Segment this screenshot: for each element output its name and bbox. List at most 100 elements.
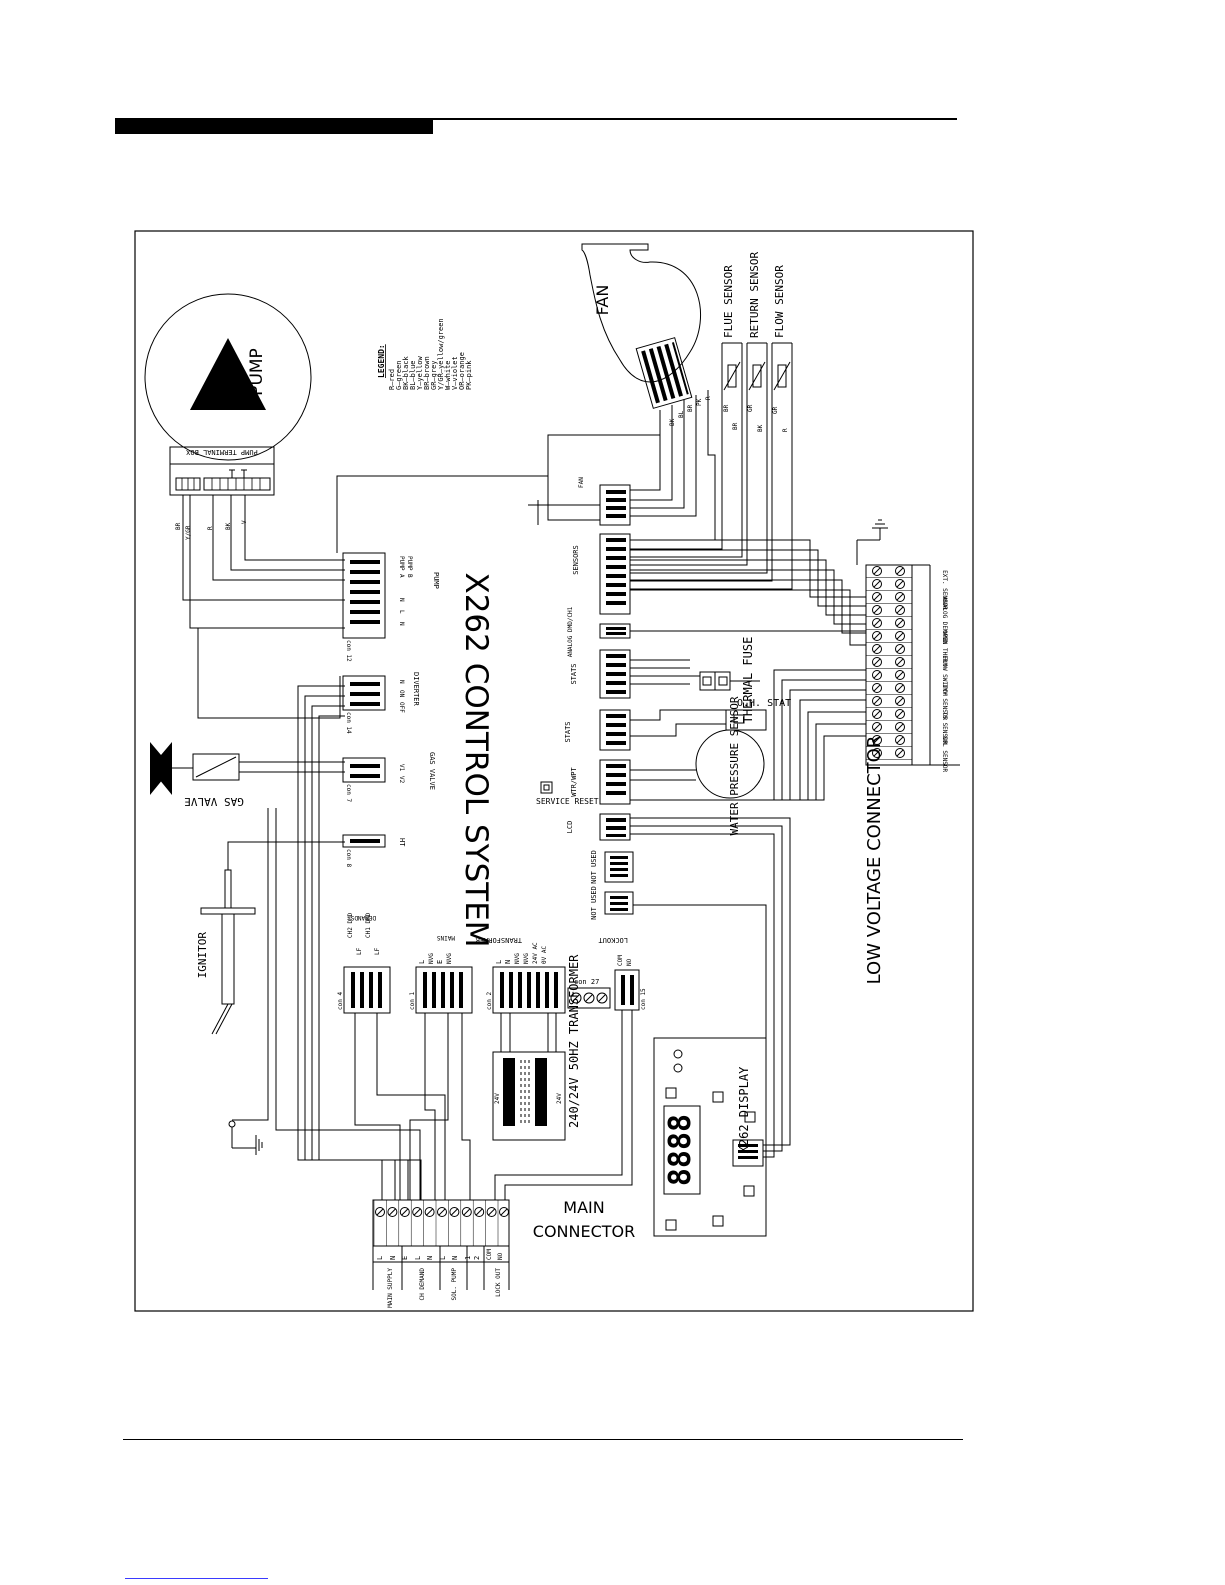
sw4-button[interactable] <box>744 1111 756 1123</box>
service-reset-label: SERVICE RESET <box>536 797 599 806</box>
sw3-button[interactable] <box>712 1091 724 1103</box>
main-group-label: LOCK OUT <box>495 1268 502 1297</box>
wire <box>409 1013 449 1200</box>
legend-title: LEGEND: <box>377 344 386 378</box>
wire <box>227 841 345 860</box>
lv-terminal <box>866 618 912 630</box>
wire <box>189 495 345 629</box>
not-used-connector: NOT USED <box>590 886 634 920</box>
pin-label: CH2 DMD <box>347 912 354 938</box>
legend-entry: R—red <box>388 369 396 390</box>
wire-bundles <box>172 343 866 1200</box>
fan-connector: FAN <box>578 477 631 526</box>
pin-label: N <box>451 1256 459 1260</box>
connector-ref: con 12 <box>345 640 352 662</box>
wire-label: GR <box>772 406 779 414</box>
legend-entry: BL—blue <box>409 360 417 390</box>
main-group-label: MAIN SUPPLY <box>387 1268 394 1308</box>
return-sensor-label: RETURN SENSOR <box>748 252 761 338</box>
connector-title: MAINS <box>437 934 455 941</box>
lv-terminal <box>866 644 912 656</box>
wire-label: BK <box>225 522 232 530</box>
lv-terminal <box>866 735 912 747</box>
sw5-button[interactable] <box>743 1185 755 1197</box>
pin-label: N <box>398 598 405 602</box>
pump-terminal-box-label: PUMP TERMINAL BOX <box>185 448 257 456</box>
connector-ref: con 14 <box>345 712 352 734</box>
lv-terminal <box>866 592 912 604</box>
connector-ref: con 2 <box>486 992 493 1010</box>
pump-connector: PUMP PUMP A PUMP B N L N con 12 <box>342 552 440 662</box>
lv-group-label: OPEN THERM <box>941 630 948 667</box>
wire <box>212 495 345 581</box>
sw1-button[interactable] <box>665 1219 677 1231</box>
wire-label: BL <box>678 410 685 418</box>
wire <box>630 410 661 491</box>
connector-title: con 27 <box>574 978 599 986</box>
legend-entry: GR—grey <box>430 360 438 390</box>
wire <box>504 1010 633 1200</box>
lv-terminal <box>866 657 912 669</box>
lv-terminal <box>866 605 912 617</box>
wtr-connector: WTR/WPT <box>570 759 631 805</box>
pin-label: CH1 DMD <box>365 912 372 938</box>
wire-label: BR <box>687 404 694 412</box>
main-terminal <box>373 1200 385 1246</box>
lv-group-label: FLOW SWITCH <box>941 656 948 696</box>
lv-terminal <box>866 722 912 734</box>
main-terminal <box>460 1200 472 1246</box>
pin-label: L <box>376 1256 384 1260</box>
flow-sensor-label: FLOW SENSOR <box>773 265 786 338</box>
ht-connector: HT con 8 <box>342 834 406 867</box>
stats2-connector: STATS <box>564 709 631 751</box>
mains-connector: MAINS L NVG E NVG con 1 <box>409 934 473 1014</box>
pin-label: NO <box>626 958 633 966</box>
pin-label: V2 <box>398 776 405 784</box>
pin-label: N <box>504 960 512 964</box>
water-pressure-sensor-label: WATER PRESSURE SENSOR <box>728 696 741 835</box>
wire-label: GR <box>747 404 754 412</box>
low-voltage-connector: EXT. SENSOR ANALOG DEMAND OPEN THERM FLO… <box>856 519 960 984</box>
main-terminal <box>485 1200 497 1246</box>
connector-title: TRANSFORMER <box>475 936 522 944</box>
wire-label: BR <box>175 522 182 530</box>
wire <box>630 589 866 646</box>
connector-title: NOT USED <box>590 886 598 920</box>
sw6-button[interactable] <box>712 1215 724 1227</box>
sw2-button[interactable] <box>665 1087 677 1099</box>
pump-arrow-icon <box>190 338 266 410</box>
wire <box>630 549 866 607</box>
wire <box>230 495 345 571</box>
pin-label: COM <box>617 955 624 966</box>
wire <box>630 539 866 598</box>
pump: PUMP PUMP TERMINAL BOX <box>144 293 312 496</box>
wire-label: BR <box>732 422 739 430</box>
lcd-connector: LCD <box>566 813 631 841</box>
service-reset[interactable]: SERVICE RESET <box>536 781 599 806</box>
wire <box>630 343 723 550</box>
oh-stat: O.H. STAT <box>725 698 791 731</box>
ignitor-label: IGNITOR <box>196 932 209 979</box>
gas-valve: GAS VALVE <box>150 742 244 808</box>
wire <box>297 685 383 1200</box>
main-terminal <box>448 1200 460 1246</box>
x262-display: 8888 X262 DISPLAY <box>653 1037 767 1237</box>
wire <box>304 695 396 1200</box>
pin-label: NVG <box>523 953 530 964</box>
pin-label: N <box>389 1256 397 1260</box>
lv-terminal <box>866 748 912 760</box>
wire <box>275 808 421 1200</box>
fan-label: FAN <box>593 285 612 316</box>
wire <box>630 711 866 801</box>
analog-connector: ANALOG DMD/CH1 <box>567 606 631 657</box>
pin-label: PUMP A <box>398 556 405 578</box>
wire <box>630 825 783 1152</box>
main-connector-label-2: CONNECTOR <box>533 1222 635 1241</box>
lv-terminal <box>866 579 912 591</box>
wire <box>182 495 345 601</box>
wire <box>197 628 341 719</box>
pin-label: OFF <box>398 702 405 713</box>
led2-icon <box>673 1063 683 1073</box>
pin-label: PUMP B <box>406 556 413 578</box>
main-terminal <box>472 1200 485 1246</box>
